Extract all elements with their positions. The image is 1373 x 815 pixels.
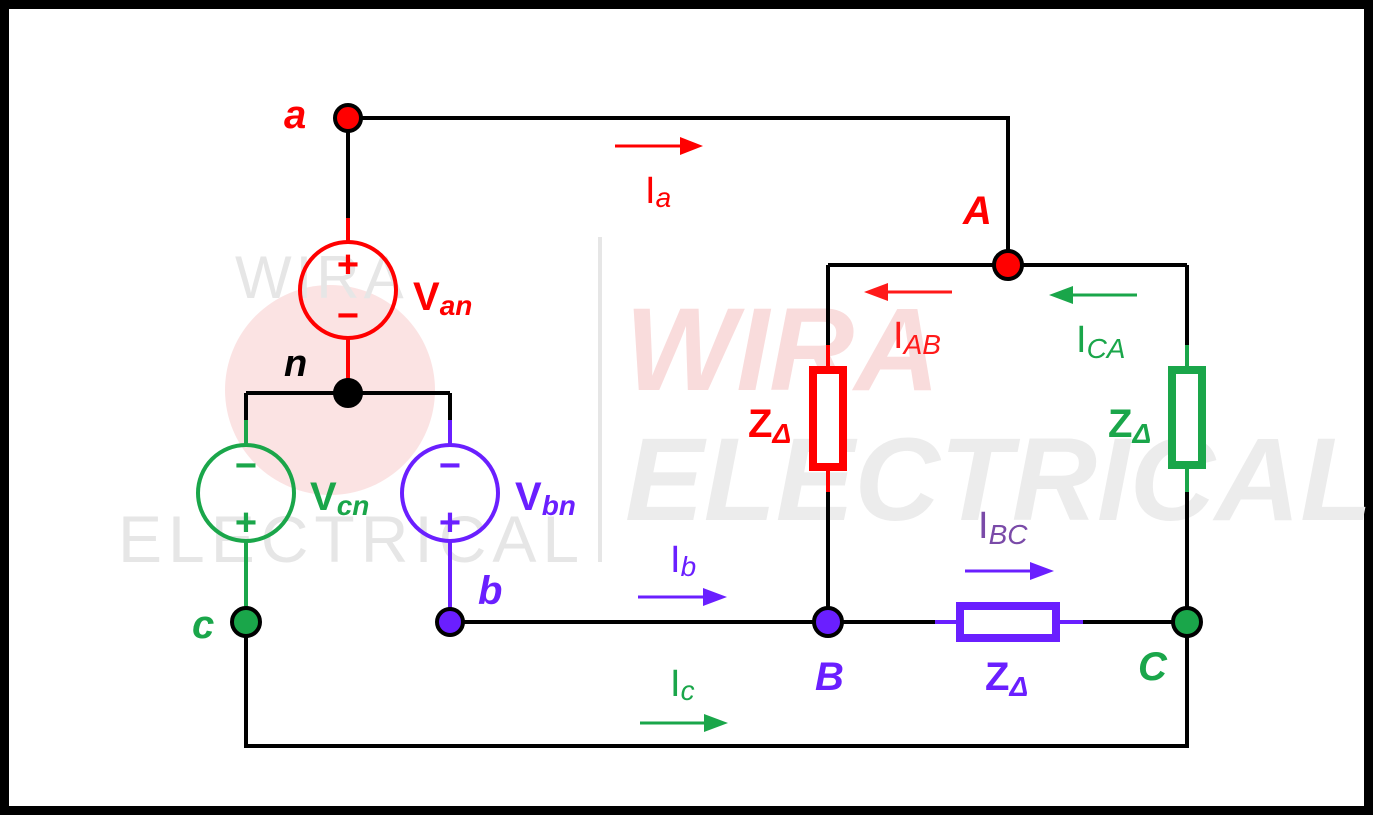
current-ic: Ic (640, 663, 728, 732)
node-C-dot (1171, 606, 1203, 638)
ibc-label: IBC (978, 505, 1028, 550)
vcn-minus-sign: − (235, 445, 257, 487)
ia-label-sub: a (656, 182, 672, 213)
ic-label-sub: c (681, 675, 695, 706)
zbc-resistor (956, 602, 1060, 642)
current-ib: Ib (638, 539, 727, 606)
ica-label-sub: CA (1087, 333, 1126, 364)
ic-label: Ic (670, 663, 695, 706)
ib-label-sub: b (681, 551, 697, 582)
zca-resistor (1168, 366, 1206, 469)
node-C-label: C (1138, 645, 1168, 689)
ic-label-main: I (670, 663, 681, 705)
wire-line-a (348, 116, 1010, 265)
source-van: + − Van (298, 218, 472, 393)
iab-label-main: I (893, 315, 904, 357)
watermark-logo-word2: ELECTRICAL (118, 502, 585, 576)
iab-label-sub: AB (902, 329, 941, 360)
node-n-dot (333, 378, 363, 408)
van-label-sub: an (440, 290, 473, 321)
ibc-arrow-head (1030, 562, 1054, 580)
node-a-label: a (284, 93, 306, 137)
watermark-logo-circle (225, 285, 435, 495)
vbn-label-sub: bn (542, 490, 576, 521)
ia-arrow-head (680, 137, 703, 155)
zbc-label-sub: Δ (1008, 671, 1028, 702)
van-plus-sign: + (337, 244, 359, 286)
node-b-label: b (478, 569, 502, 613)
zca-label-main: Z (1108, 402, 1132, 446)
ic-arrow-head (704, 714, 728, 732)
zca-label: ZΔ (1108, 402, 1151, 449)
current-ica: ICA (1049, 286, 1137, 364)
watermark-word2: ELECTRICAL (625, 414, 1372, 546)
ib-arrow-head (703, 588, 727, 606)
node-B-dot (812, 606, 844, 638)
zab-label: ZΔ (748, 402, 791, 449)
current-ia: Ia (615, 137, 703, 213)
ib-label-main: I (670, 539, 681, 581)
impedance-zbc: ZΔ (935, 602, 1083, 702)
current-iab: IAB (864, 283, 952, 360)
impedance-zab: ZΔ (748, 345, 847, 492)
node-B-label: B (815, 655, 844, 699)
watermark: WIRA ELECTRICAL WIRA ELECTRICAL (118, 237, 1372, 576)
ibc-label-main: I (978, 505, 989, 547)
node-c-label: c (192, 603, 214, 647)
iab-arrow-head (864, 283, 888, 301)
zca-label-sub: Δ (1131, 418, 1151, 449)
vcn-label-main: V (310, 475, 337, 519)
node-A-label: A (962, 189, 992, 233)
vcn-plus-sign: + (235, 502, 257, 544)
van-label: Van (413, 275, 472, 321)
node-labels: a n A b B c C (192, 93, 1168, 699)
ia-label-main: I (645, 170, 656, 212)
vbn-label: Vbn (515, 475, 576, 521)
ica-label-main: I (1076, 319, 1087, 361)
vbn-plus-sign: + (439, 502, 461, 544)
zbc-label-main: Z (985, 655, 1009, 699)
ica-label: ICA (1076, 319, 1125, 364)
watermark-logo: WIRA ELECTRICAL (118, 244, 585, 576)
node-A-dot (992, 249, 1024, 281)
iab-label: IAB (893, 315, 941, 360)
watermark-word1: WIRA (625, 284, 940, 416)
node-b-dot (435, 607, 465, 637)
impedance-zca: ZΔ (1108, 345, 1206, 492)
current-ibc: IBC (965, 505, 1054, 580)
source-vcn: − + Vcn (196, 420, 369, 622)
node-dots (230, 103, 1203, 638)
zab-label-main: Z (748, 402, 772, 446)
current-arrows: Ia IAB ICA Ib IBC Ic (615, 137, 1137, 732)
ia-label: Ia (645, 170, 671, 213)
vbn-label-main: V (515, 475, 542, 519)
node-a-dot (333, 103, 363, 133)
zbc-label: ZΔ (985, 655, 1028, 702)
vcn-label: Vcn (310, 475, 369, 521)
van-label-main: V (413, 275, 440, 319)
van-minus-sign: − (337, 295, 359, 337)
watermark-logo-word1: WIRA (235, 244, 408, 311)
ib-label: Ib (670, 539, 696, 582)
ibc-label-sub: BC (989, 519, 1029, 550)
zab-resistor (809, 366, 847, 471)
vcn-label-sub: cn (337, 490, 370, 521)
zab-label-sub: Δ (771, 418, 791, 449)
node-n-label: n (284, 343, 307, 385)
ica-arrow-head (1049, 286, 1073, 304)
wire-line-c (244, 622, 1189, 748)
node-c-dot (230, 606, 262, 638)
vbn-minus-sign: − (439, 445, 461, 487)
